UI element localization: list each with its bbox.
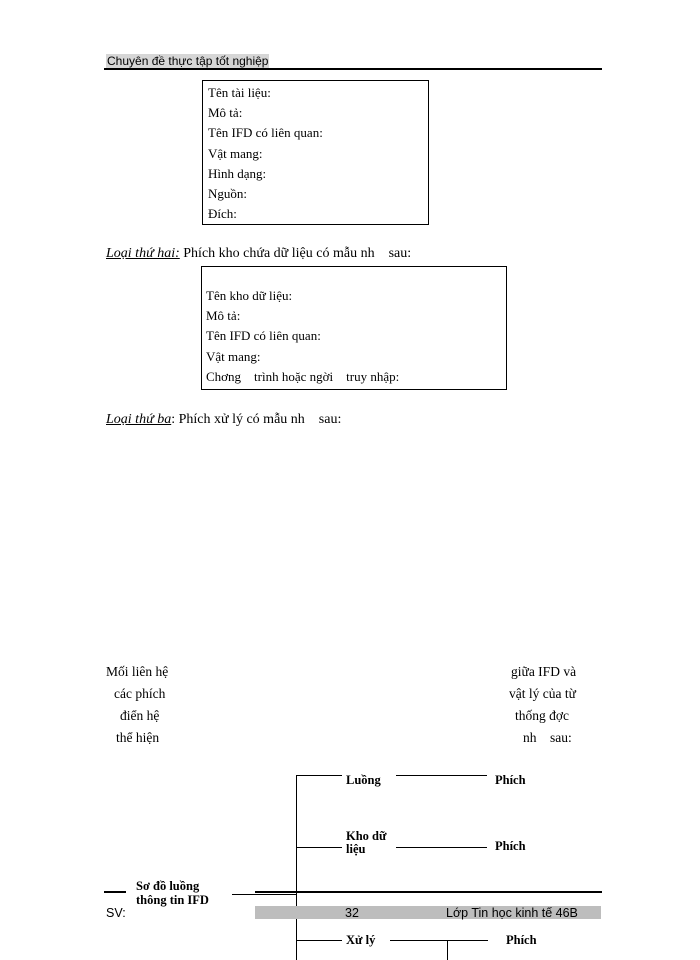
diagram-connector	[232, 894, 296, 895]
card-field-label: Đích:	[208, 206, 237, 222]
card-field-label: Vật mang:	[208, 145, 263, 161]
diagram-node-datastore: Kho dữ	[346, 829, 387, 843]
section-heading-lead: Loại thứ hai:	[106, 246, 180, 261]
footer-student: SV:	[106, 906, 126, 920]
paragraph-left-line: các phích	[114, 686, 166, 701]
footer-page-number: 32	[345, 906, 359, 920]
document-card-template: Tên tài liệu: Mô tả: Tên IFD có liên qua…	[202, 80, 429, 225]
diagram-connector	[296, 940, 342, 941]
section-heading-type-three: Loại thứ ba: Phích xử lý có mẫu nh sau:	[106, 411, 341, 429]
diagram-node-datastore: liệu	[346, 842, 366, 856]
paragraph-left-line: thể hiện	[116, 730, 160, 745]
paragraph-right-line: vật lý của từ	[509, 686, 576, 701]
card-field-label: Mô tả:	[208, 105, 243, 121]
card-field-label: Nguồn:	[208, 186, 247, 202]
header-rule	[104, 68, 602, 70]
diagram-connector	[396, 847, 487, 848]
paragraph-right-line: nh sau:	[523, 730, 572, 745]
card-field-label: Hình dạng:	[208, 165, 267, 181]
footer-highlight-bar	[255, 906, 601, 919]
diagram-root-label: thông tin IFD	[136, 893, 209, 907]
paragraph-right-line: giữa IFD và	[511, 664, 577, 679]
diagram-node-flow: Luồng	[346, 773, 381, 787]
card-field-label: Vật mang:	[206, 348, 261, 364]
diagram-node-card: Phích	[495, 773, 526, 787]
footer-class-name: Lớp Tin học kinh tế 46B	[446, 906, 578, 920]
diagram-root-rule	[104, 891, 126, 893]
diagram-connector	[296, 775, 342, 776]
paragraph-right-line: thống đợc	[515, 708, 570, 723]
footer-rule	[255, 891, 602, 893]
section-heading-text: Phích kho chứa dữ liệu có mẫu nh sau:	[179, 246, 412, 261]
card-field-label: Tên IFD có liên quan:	[206, 328, 321, 344]
card-field-label: Chơng trình hoặc ngời truy nhập:	[206, 368, 400, 384]
diagram-node-card: Phích	[495, 839, 526, 853]
diagram-connector	[396, 775, 487, 776]
diagram-connector	[390, 940, 488, 941]
card-field-label: Tên IFD có liên quan:	[208, 125, 323, 141]
diagram-trunk-line	[296, 775, 297, 960]
data-store-card-template: Tên kho dữ liệu: Mô tả: Tên IFD có liên …	[201, 266, 507, 390]
section-heading-type-two: Loại thứ hai: Phích kho chứa dữ liệu có …	[106, 245, 411, 263]
document-header-title: Chuyên đề thực tập tốt nghiệp	[106, 54, 270, 68]
diagram-connector	[296, 847, 342, 848]
card-field-label: Mô tả:	[206, 308, 241, 324]
paragraph-left-line: Mối liên hệ	[106, 664, 169, 679]
diagram-root-label: Sơ đồ luồng	[136, 879, 200, 893]
section-heading-text: : Phích xử lý có mẫu nh sau:	[171, 412, 342, 427]
card-field-label: Tên tài liệu:	[208, 85, 271, 100]
diagram-node-process: Xử lý	[346, 933, 376, 947]
diagram-node-card: Phích	[506, 933, 537, 947]
diagram-connector	[447, 940, 448, 960]
section-heading-lead: Loại thứ ba	[106, 412, 172, 427]
card-field-label: Tên kho dữ liệu:	[206, 288, 293, 303]
paragraph-left-line: điển hệ	[120, 708, 160, 723]
